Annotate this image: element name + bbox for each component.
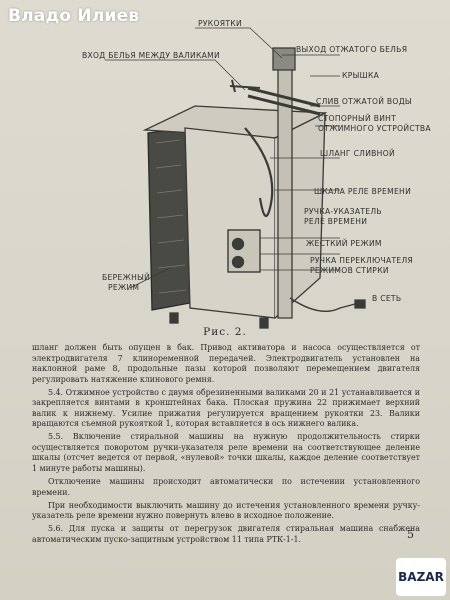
label-laundry-input: ВХОД БЕЛЬЯ МЕЖДУ ВАЛИКАМИ — [82, 51, 220, 60]
label-mode: РЕЖИМ — [108, 283, 139, 292]
marketplace-badge: BAZAR — [396, 558, 446, 596]
washing-machine-figure: РУКОЯТКИ ВХОД БЕЛЬЯ МЕЖДУ ВАЛИКАМИ ВЫХОД… — [20, 18, 440, 343]
wringer-handle — [229, 79, 261, 93]
drain-hose — [244, 127, 274, 218]
label-lid: КРЫШКА — [342, 71, 380, 80]
label-timer: РЕЛЕ ВРЕМЕНИ — [304, 217, 367, 226]
leader-lines — [105, 27, 340, 289]
paragraph: 5.5. Включение стиральной машины на нужн… — [32, 432, 420, 474]
machine-leg-left — [169, 312, 179, 324]
paragraph: 5.4. Отжимное устройство с двумя обрезин… — [32, 387, 420, 429]
power-cord — [289, 297, 356, 312]
paragraph: 5.6. Для пуска и защиты от перегрузок дв… — [32, 524, 420, 544]
watermark: Владо Илиев — [8, 6, 140, 26]
wringer-rollers — [247, 86, 321, 116]
machine-drawing — [142, 47, 366, 329]
page-number: 5 — [407, 528, 414, 541]
label-wrung-output: ВЫХОД ОТЖАТОГО БЕЛЬЯ — [296, 45, 407, 54]
paragraph: Отключение машины происходит автоматичес… — [32, 477, 420, 497]
label-mains: В СЕТЬ — [372, 294, 401, 303]
wringer-cap — [272, 47, 296, 71]
label-gentle: БЕРЕЖНЫЙ — [102, 273, 150, 282]
label-mode-switch-knob: РУЧКА ПЕРЕКЛЮЧАТЕЛЯ — [310, 256, 413, 265]
label-handles: РУКОЯТКИ — [198, 19, 242, 28]
label-drain-hose: ШЛАНГ СЛИВНОЙ — [320, 149, 395, 158]
timer-knob — [231, 237, 245, 251]
machine-front — [184, 127, 276, 319]
body-text: шланг должен быть опущен в бак. Привод а… — [32, 343, 420, 548]
label-timer-scale: ШКАЛА РЕЛЕ ВРЕМЕНИ — [314, 187, 411, 196]
control-panel — [227, 229, 261, 273]
figure-caption: Рис. 2. — [203, 326, 247, 338]
paragraph: При необходимости выключить машину до ис… — [32, 500, 420, 521]
washing-machine-diagram: РУКОЯТКИ ВХОД БЕЛЬЯ МЕЖДУ ВАЛИКАМИ ВЫХОД… — [82, 19, 431, 329]
label-water-drain: СЛИВ ОТЖАТОЙ ВОДЫ — [316, 97, 412, 106]
power-plug — [354, 299, 366, 309]
machine-leg-right — [259, 317, 269, 329]
machine-side-panel — [147, 127, 191, 311]
label-lock-screw: СТОПОРНЫЙ ВИНТ — [318, 114, 396, 123]
label-wringer-device: ОТЖИМНОГО УСТРОЙСТВА — [318, 124, 431, 133]
label-hard-mode: ЖЕСТКИЙ РЕЖИМ — [306, 239, 382, 248]
label-wash-modes: РЕЖИМОВ СТИРКИ — [310, 266, 389, 275]
mode-knob — [231, 255, 245, 269]
paragraph: шланг должен быть опущен в бак. Привод а… — [32, 343, 420, 384]
machine-side-hatching — [155, 139, 187, 294]
label-timer-knob: РУЧКА-УКАЗАТЕЛЬ — [304, 207, 382, 216]
